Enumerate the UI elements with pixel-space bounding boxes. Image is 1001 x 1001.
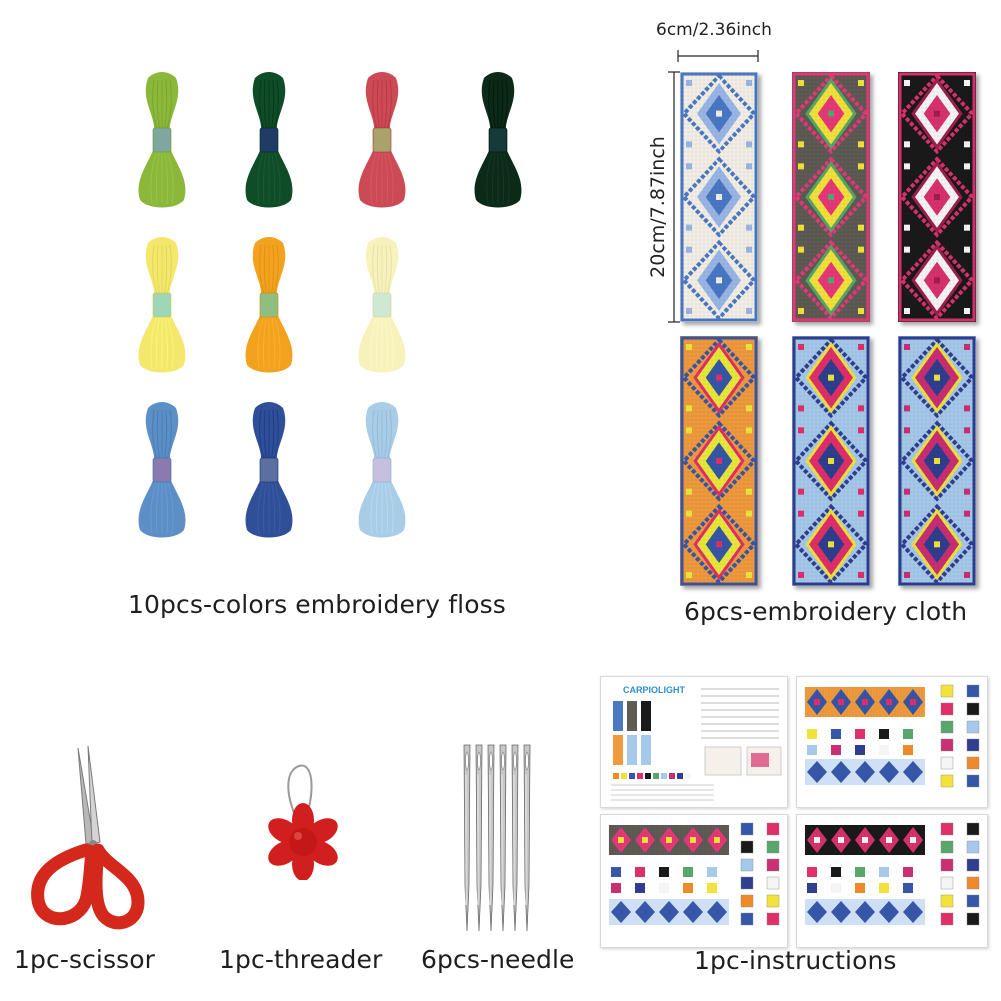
threader-caption: 1pc-threader (219, 945, 383, 974)
scissor-item: 1pc-scissor (14, 740, 170, 990)
floss-skein (138, 72, 186, 208)
needle-icon (463, 744, 531, 932)
cloth-width-label: 6cm/2.36inch (656, 20, 772, 40)
floss-skein (245, 72, 293, 208)
floss-skein (138, 237, 186, 373)
threader-icon (268, 764, 338, 880)
needle (487, 744, 495, 932)
floss-skein (245, 402, 293, 538)
floss-skein (245, 237, 293, 373)
scissor-icon (31, 745, 145, 930)
cloth-height-arrow (668, 71, 680, 323)
scissor-caption: 1pc-scissor (14, 945, 155, 974)
floss-caption: 10pcs-colors embroidery floss (128, 590, 506, 619)
floss-skeins (138, 72, 522, 538)
instructions-caption: 1pc-instructions (694, 946, 897, 975)
cloth-piece-black-pink (898, 72, 976, 322)
floss-skein (358, 237, 406, 373)
cloth-piece-orange-diamond (680, 336, 758, 586)
needle-caption: 6pcs-needle (421, 945, 575, 974)
cloth-piece-lightblue-pink (898, 336, 976, 586)
needle (475, 744, 483, 932)
instruction-sheet (796, 814, 988, 948)
needle (511, 744, 519, 932)
cloth-caption: 6pcs-embroidery cloth (684, 597, 968, 626)
instructions-item: CARPIOLIGHT 1pc-instructions (596, 672, 996, 992)
cloth-piece-dark-diamond (792, 72, 870, 322)
svg-text:CARPIOLIGHT: CARPIOLIGHT (623, 685, 686, 695)
instruction-sheet (796, 676, 988, 808)
floss-skein (358, 402, 406, 538)
needle-item: 6pcs-needle (421, 735, 595, 990)
floss-skein (474, 72, 522, 208)
cloth-piece-blue-white (680, 72, 758, 322)
instruction-sheet (600, 814, 788, 948)
threader-item: 1pc-threader (219, 760, 395, 990)
floss-skein (138, 402, 186, 538)
needle (499, 744, 507, 932)
floss-skein (358, 72, 406, 208)
cloth-width-arrow (677, 50, 759, 62)
cloth-section: 6cm/2.36inch 20cm/7.87inch 6pcs-embroide… (630, 0, 1001, 640)
needle (463, 744, 471, 932)
instruction-sheet: CARPIOLIGHT (600, 676, 788, 808)
cloth-piece-lightblue-medallion (792, 336, 870, 586)
floss-section: 10pcs-colors embroidery floss (0, 0, 620, 640)
needle (523, 744, 531, 932)
